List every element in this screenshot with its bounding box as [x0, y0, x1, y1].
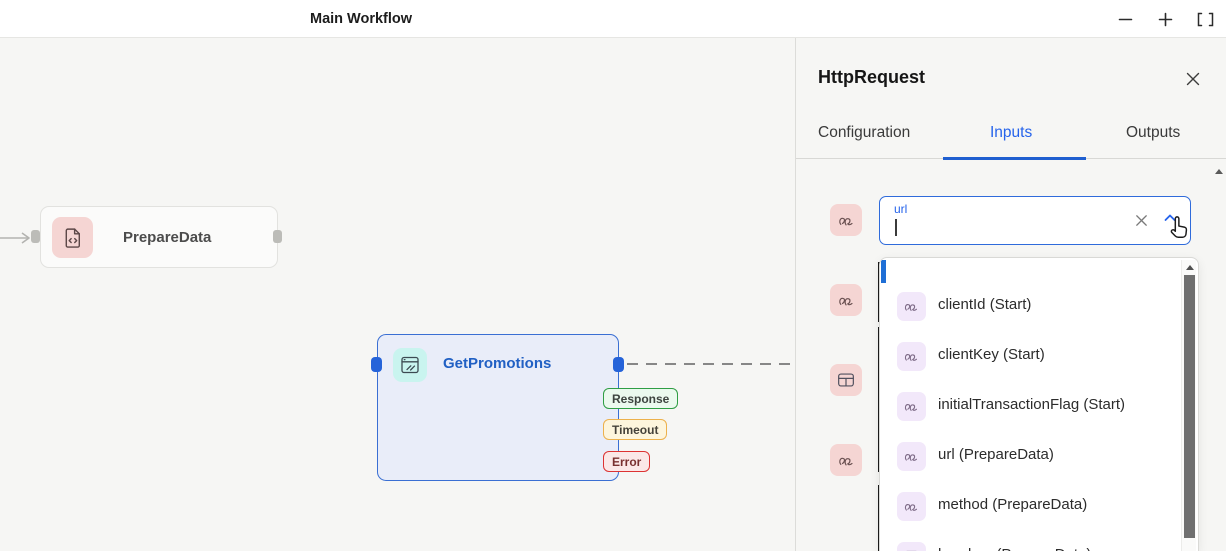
getpromotions-input-port[interactable] [371, 357, 382, 372]
variable-suggestions-dropdown: clientId (Start) clientKey (Start) initi… [879, 257, 1199, 551]
document-code-icon [52, 217, 93, 258]
suggestion-label: initialTransactionFlag (Start) [938, 396, 1126, 413]
port-badge-timeout[interactable]: Timeout [603, 419, 668, 440]
workflow-title: Main Workflow [310, 11, 413, 27]
preparedata-output-port[interactable] [273, 230, 282, 243]
fit-view-button[interactable] [1192, 6, 1218, 32]
string-variable-icon [897, 342, 926, 371]
dropdown-scrollbar[interactable] [1181, 260, 1196, 551]
port-badge-error[interactable]: Error [603, 451, 651, 472]
minus-icon [1118, 18, 1132, 20]
edge-into-preparedata [0, 232, 30, 244]
workflow-canvas[interactable]: PrepareData GetPromotions Response Timeo… [0, 38, 795, 551]
covered-field-edge [877, 485, 880, 551]
covered-field-edge [877, 327, 880, 472]
string-variable-icon [897, 392, 926, 421]
string-variable-icon [897, 292, 926, 321]
plus-icon [1158, 12, 1172, 26]
suggestion-label: clientId (Start) [938, 296, 1032, 313]
getpromotions-output-port[interactable] [613, 357, 624, 372]
url-input-label: url [894, 202, 908, 216]
suggestion-label: headers (PrepareData) [938, 546, 1091, 551]
string-variable-icon [830, 204, 862, 236]
node-preparedata[interactable]: PrepareData [40, 206, 278, 268]
suggestion-url[interactable]: url (PrepareData) [880, 439, 1168, 489]
scrollbar-up-arrow[interactable] [1186, 265, 1194, 270]
preparedata-input-port[interactable] [31, 230, 40, 243]
top-bar: Main Workflow [0, 0, 1226, 38]
suggestion-label: url (PrepareData) [938, 446, 1054, 463]
collapse-suggestions-button[interactable] [1162, 210, 1178, 226]
table-variable-icon [830, 364, 862, 396]
edge-getpromotions-to-httprequest [627, 363, 795, 365]
suggestion-label: clientKey (Start) [938, 346, 1045, 363]
panel-title: HttpRequest [818, 67, 925, 87]
canvas-controls [1112, 0, 1218, 38]
suggestion-initialtransactionflag[interactable]: initialTransactionFlag (Start) [880, 389, 1168, 439]
http-request-icon [393, 348, 427, 382]
suggestion-headers[interactable]: headers (PrepareData) [880, 539, 1168, 551]
string-variable-icon [897, 442, 926, 471]
panel-scroll-up-arrow[interactable] [1215, 169, 1223, 174]
text-caret [895, 219, 897, 236]
suggestion-clientid[interactable]: clientId (Start) [880, 289, 1168, 339]
covered-field-edge [877, 262, 880, 322]
string-variable-icon [830, 284, 862, 316]
tab-inputs[interactable]: Inputs [990, 124, 1033, 141]
panel-tabs: Configuration Inputs Outputs [796, 124, 1226, 160]
zoom-out-button[interactable] [1112, 6, 1138, 32]
suggestion-clientkey[interactable]: clientKey (Start) [880, 339, 1168, 389]
node-getpromotions[interactable]: GetPromotions [377, 334, 619, 481]
clear-x-icon [1135, 214, 1147, 226]
node-properties-panel: HttpRequest Configuration Inputs Outputs… [795, 38, 1226, 551]
tab-configuration[interactable]: Configuration [818, 124, 911, 141]
dropdown-caret-indicator [881, 260, 886, 283]
active-tab-indicator [943, 157, 1086, 160]
chevron-up-icon [1164, 214, 1176, 221]
string-variable-icon [830, 444, 862, 476]
suggestion-method[interactable]: method (PrepareData) [880, 489, 1168, 539]
close-panel-button[interactable] [1183, 69, 1203, 89]
port-badge-response[interactable]: Response [603, 388, 679, 409]
tab-outputs[interactable]: Outputs [1126, 124, 1181, 141]
clear-input-button[interactable] [1132, 211, 1150, 229]
string-variable-icon [897, 492, 926, 521]
suggestion-label: method (PrepareData) [938, 496, 1088, 513]
table-variable-icon [897, 542, 926, 551]
fit-view-icon [1197, 12, 1213, 26]
scrollbar-thumb[interactable] [1184, 275, 1195, 538]
zoom-in-button[interactable] [1152, 6, 1178, 32]
close-icon [1186, 72, 1200, 86]
url-input-field[interactable]: url [879, 196, 1191, 245]
node-label-preparedata: PrepareData [123, 229, 212, 246]
node-label-getpromotions: GetPromotions [443, 355, 552, 372]
